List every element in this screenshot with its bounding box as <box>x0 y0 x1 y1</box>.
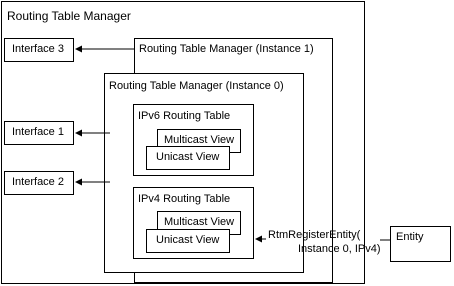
rtm-instance0-title: Routing Table Manager (Instance 0) <box>109 80 284 92</box>
ipv4-unicast-view-label: Unicast View <box>156 234 220 246</box>
ipv4-multicast-view-label: Multicast View <box>164 216 235 228</box>
ipv6-routing-table-title: IPv6 Routing Table <box>138 110 231 122</box>
ipv6-unicast-view-box <box>146 146 230 170</box>
entity-label: Entity <box>396 231 424 243</box>
ipv4-routing-table-title: IPv4 Routing Table <box>138 193 231 205</box>
interface-1-box <box>4 121 74 145</box>
interface-1-label: Interface 1 <box>12 126 64 138</box>
rtm-outer-title: Routing Table Manager <box>7 9 131 23</box>
interface-3-box <box>4 38 74 62</box>
entity-box <box>390 226 451 262</box>
ipv6-unicast-view-label: Unicast View <box>156 151 220 163</box>
ipv6-multicast-view-label: Multicast View <box>164 134 235 146</box>
interface-3-label: Interface 3 <box>12 43 64 55</box>
rtm-instance1-title: Routing Table Manager (Instance 1) <box>139 43 314 55</box>
register-call-line2: Instance 0, IPv4) <box>298 243 381 255</box>
interface-2-box <box>4 171 74 195</box>
register-call-line1: RtmRegisterEntity( <box>268 229 361 241</box>
interface-2-label: Interface 2 <box>12 176 64 188</box>
ipv4-unicast-view-box <box>146 229 230 253</box>
